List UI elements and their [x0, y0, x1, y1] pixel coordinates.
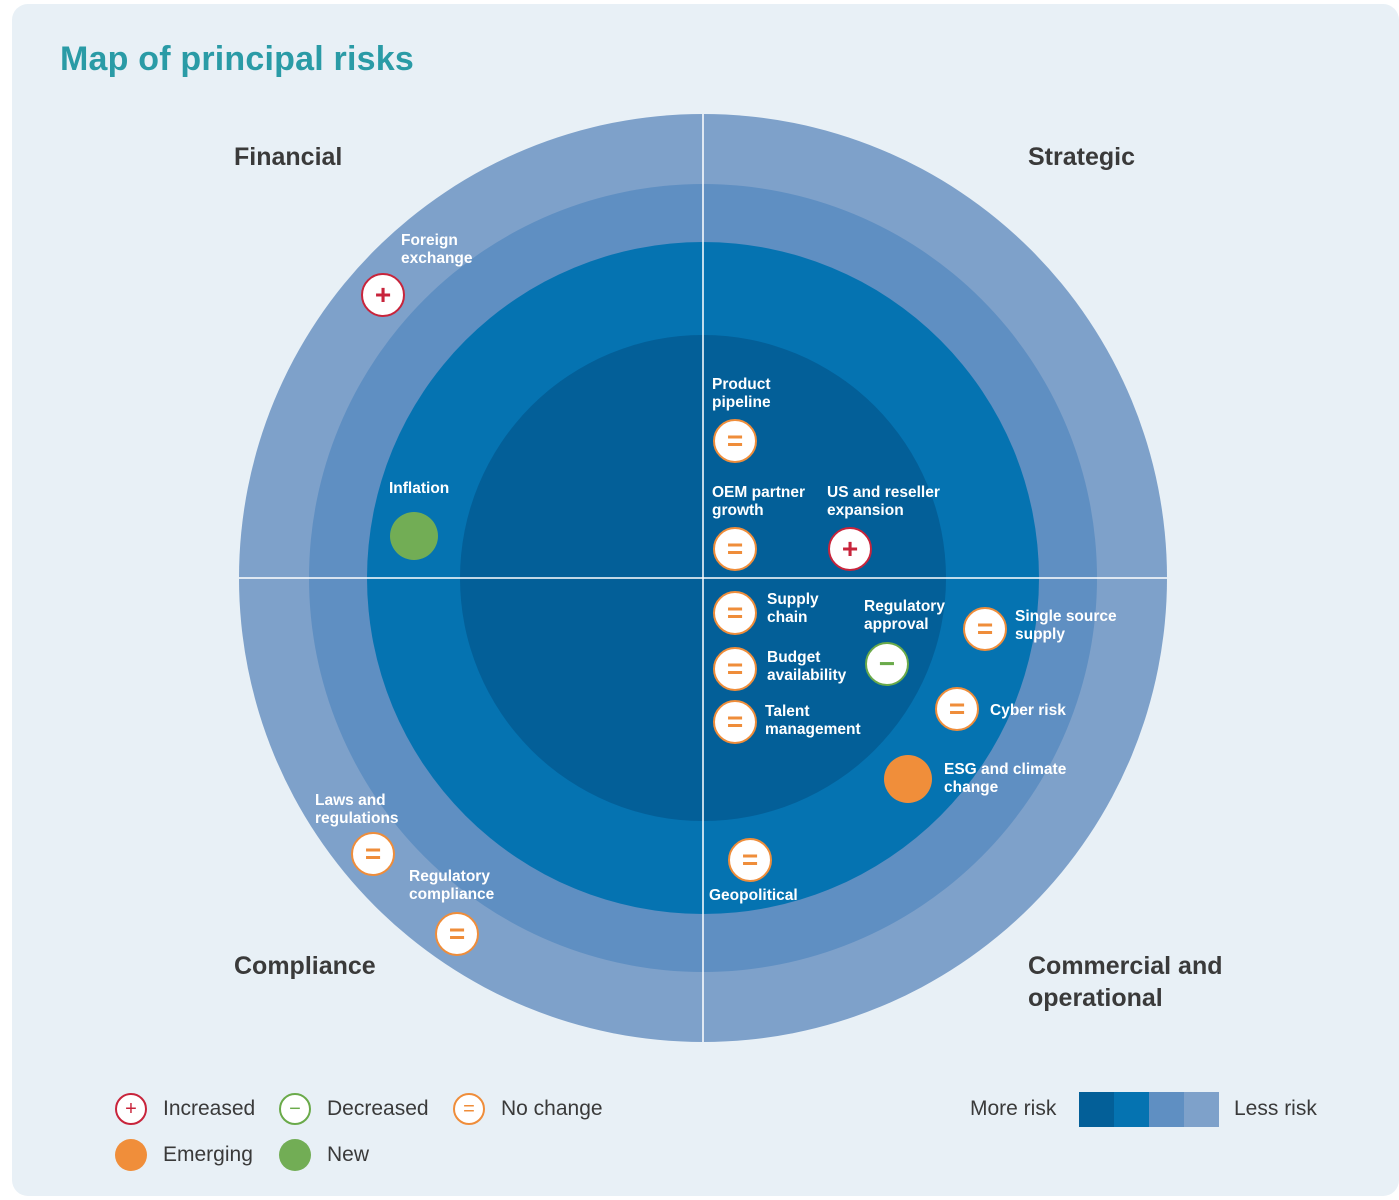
scale-less-risk-label: Less risk	[1234, 1097, 1317, 1120]
risk-label-geopolitical: Geopolitical	[709, 887, 798, 904]
plus-icon: +	[374, 279, 392, 310]
risk-label-budget-availability: Budget availability	[767, 649, 847, 684]
legend-no-change: = No change	[453, 1093, 603, 1125]
risk-marker-talent-management[interactable]: =	[713, 700, 757, 744]
risk-label-us-reseller-expansion: US and reseller expansion	[827, 484, 940, 519]
quadrant-compliance-label: Compliance	[234, 952, 376, 980]
equals-icon: =	[976, 613, 994, 644]
risk-label-laws-regulations: Laws and regulations	[315, 792, 399, 827]
risk-marker-single-source-supply[interactable]: =	[963, 607, 1007, 651]
plus-icon: +	[841, 533, 859, 564]
risk-marker-inflation[interactable]	[390, 512, 438, 560]
legend-increased-label: Increased	[163, 1097, 256, 1120]
scale-swatch-2	[1114, 1092, 1149, 1127]
risk-marker-laws-regulations[interactable]: =	[351, 832, 395, 876]
quadrant-commercial-label: Commercial and operational	[1028, 952, 1223, 1012]
page-title: Map of principal risks	[60, 40, 414, 78]
risk-label-esg-climate: ESG and climate change	[944, 761, 1067, 796]
equals-icon: =	[948, 693, 966, 724]
quadrant-financial-label: Financial	[234, 143, 343, 171]
risk-marker-regulatory-compliance[interactable]: =	[435, 912, 479, 956]
risk-marker-oem-partner-growth[interactable]: =	[713, 527, 757, 571]
legend-emerging: Emerging	[115, 1139, 253, 1171]
minus-icon: −	[878, 648, 896, 679]
equals-icon: =	[726, 597, 744, 628]
scale-swatch-4	[1184, 1092, 1219, 1127]
quadrant-strategic-label: Strategic	[1028, 143, 1135, 171]
risk-label-supply-chain: Supply chain	[767, 591, 819, 626]
legend-increased: + Increased	[115, 1093, 255, 1125]
equals-icon: =	[726, 706, 744, 737]
scale-swatch-1	[1079, 1092, 1114, 1127]
equals-icon: =	[448, 918, 466, 949]
risk-marker-regulatory-approval[interactable]: −	[865, 642, 909, 686]
risk-marker-us-reseller-expansion[interactable]: +	[828, 527, 872, 571]
legend-new-label: New	[327, 1143, 370, 1166]
risk-label-oem-partner-growth: OEM partner growth	[712, 484, 806, 519]
equals-icon: =	[364, 838, 382, 869]
risk-marker-esg-climate[interactable]	[884, 755, 932, 803]
risk-marker-supply-chain[interactable]: =	[713, 591, 757, 635]
risk-scale-bar	[1079, 1092, 1219, 1127]
emerging-dot-icon	[115, 1139, 147, 1171]
risk-label-product-pipeline: Product pipeline	[712, 376, 771, 411]
legend-no-change-label: No change	[501, 1097, 603, 1120]
risk-marker-budget-availability[interactable]: =	[713, 647, 757, 691]
scale-more-risk-label: More risk	[970, 1097, 1057, 1120]
minus-icon: −	[279, 1093, 311, 1125]
risk-marker-geopolitical[interactable]: =	[728, 838, 772, 882]
risk-marker-product-pipeline[interactable]: =	[713, 419, 757, 463]
equals-icon: =	[741, 844, 759, 875]
risk-label-inflation: Inflation	[389, 480, 450, 497]
risk-marker-foreign-exchange[interactable]: +	[361, 273, 405, 317]
legend-decreased-label: Decreased	[327, 1097, 429, 1120]
equals-icon: =	[453, 1093, 485, 1125]
risk-marker-cyber-risk[interactable]: =	[935, 687, 979, 731]
plus-icon: +	[115, 1093, 147, 1125]
equals-icon: =	[726, 653, 744, 684]
risk-label-single-source-supply: Single source supply	[1015, 608, 1117, 643]
risk-label-cyber-risk: Cyber risk	[990, 702, 1066, 719]
legend-new: New	[279, 1139, 369, 1171]
equals-icon: =	[726, 425, 744, 456]
risk-label-foreign-exchange: Foreign exchange	[401, 232, 473, 267]
risk-label-talent-management: Talent management	[765, 703, 861, 738]
scale-swatch-3	[1149, 1092, 1184, 1127]
risk-label-regulatory-compliance: Regulatory compliance	[409, 868, 495, 903]
legend-emerging-label: Emerging	[163, 1143, 253, 1166]
risk-label-regulatory-approval: Regulatory approval	[864, 598, 945, 633]
equals-icon: =	[726, 533, 744, 564]
new-dot-icon	[279, 1139, 311, 1171]
legend-decreased: − Decreased	[279, 1093, 429, 1125]
